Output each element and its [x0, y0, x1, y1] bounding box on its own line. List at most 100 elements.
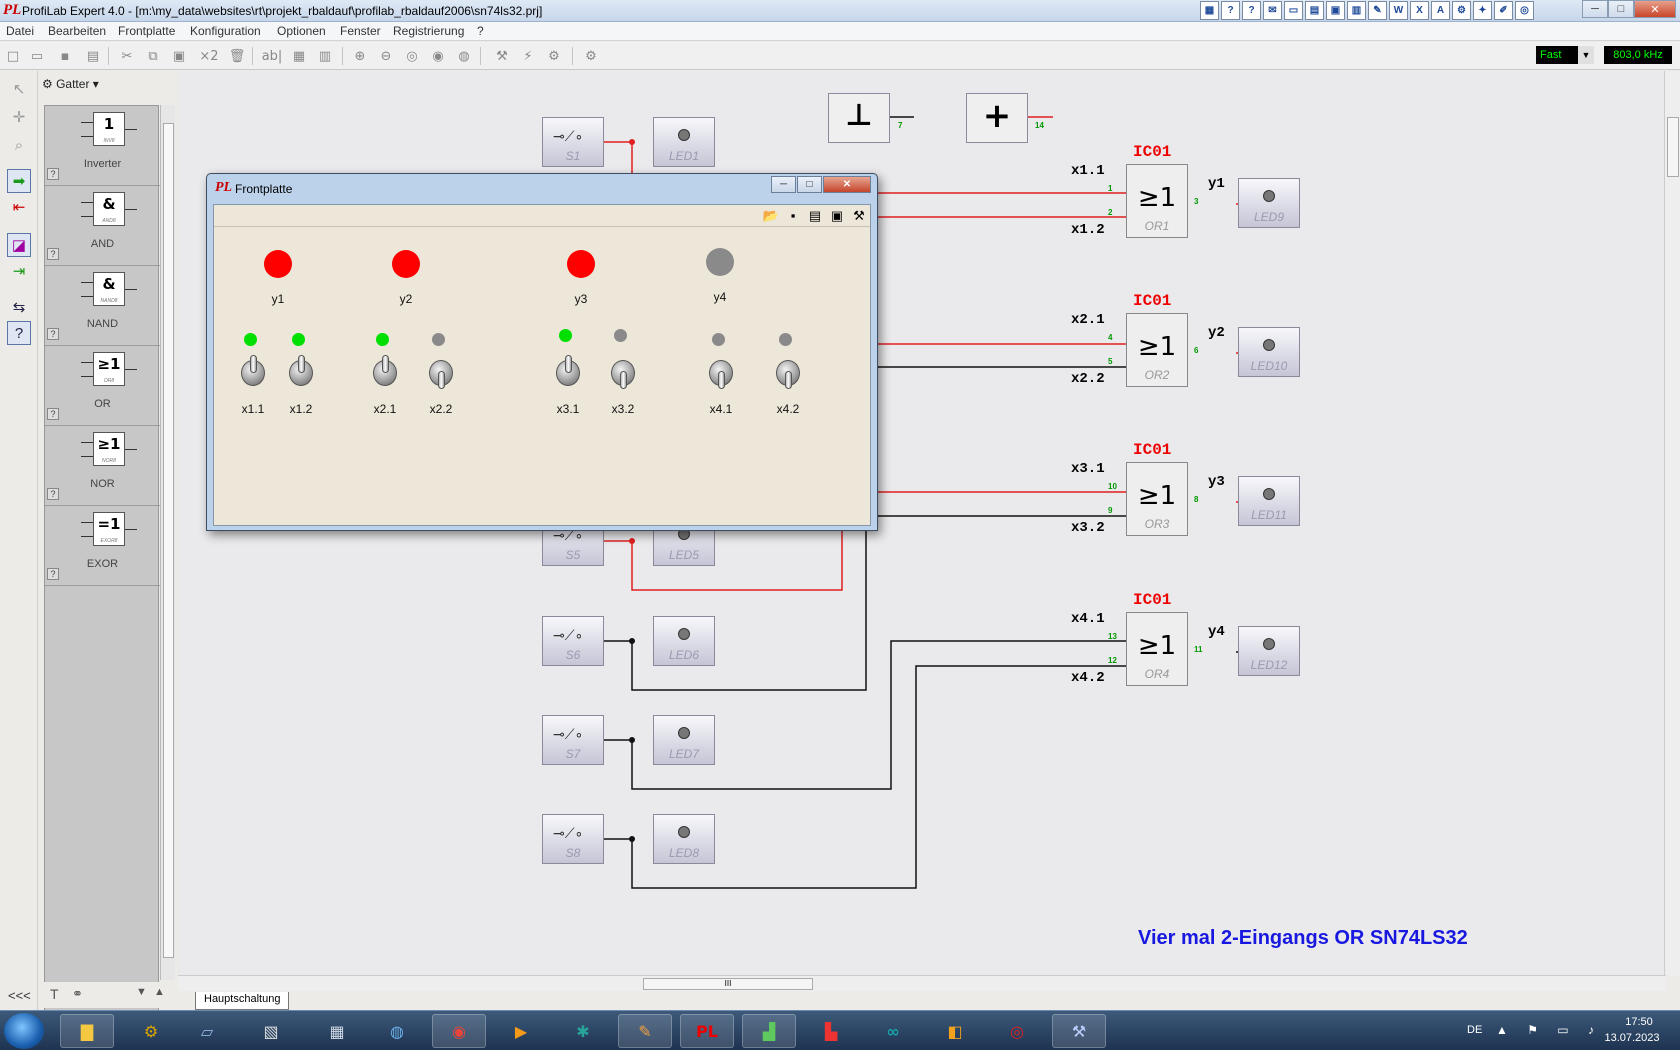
vcc-symbol[interactable]: +	[966, 93, 1028, 143]
magnifier-icon[interactable]: ⌕	[14, 136, 24, 154]
help-icon[interactable]: ?	[47, 168, 59, 180]
schematic-app-icon[interactable]: ▙	[824, 1021, 838, 1041]
scroll-grip[interactable]: III	[643, 978, 813, 990]
category-select[interactable]: ⚙ Gatter ▾	[42, 77, 99, 91]
help-icon[interactable]: ?	[47, 488, 59, 500]
crosshair-icon[interactable]: ✛	[12, 109, 26, 126]
menu-konfiguration[interactable]: Konfiguration	[190, 24, 261, 38]
excel-icon[interactable]: X	[1410, 1, 1429, 20]
calculator-icon[interactable]: ▦	[329, 1021, 345, 1041]
explorer-icon[interactable]: ▇	[60, 1014, 114, 1048]
ground-symbol[interactable]: ⊥	[828, 93, 890, 143]
sheet-tab[interactable]: Hauptschaltung	[195, 992, 290, 1010]
close-button[interactable]: ✕	[1634, 0, 1676, 18]
led-led10[interactable]: LED10	[1238, 327, 1300, 377]
menu-datei[interactable]: Datei	[6, 24, 35, 38]
globe-icon[interactable]: ◍	[390, 1021, 404, 1041]
print-icon[interactable]: ▤	[808, 208, 822, 223]
card-icon[interactable]: ▣	[1326, 1, 1345, 20]
save-icon[interactable]: ▪	[790, 208, 796, 223]
mail-icon[interactable]: ✉	[1263, 1, 1282, 20]
switch-s6[interactable]: ⊸⟋∘S6	[542, 616, 604, 666]
help-icon[interactable]: ?	[1221, 1, 1240, 20]
paste-icon[interactable]: ▣	[172, 48, 186, 64]
language-indicator[interactable]: DE	[1467, 1024, 1483, 1036]
run-tool-icon[interactable]: ⚙	[548, 48, 560, 64]
switch-s1[interactable]: ⊸⟋∘S1	[542, 117, 604, 167]
start-button[interactable]	[4, 1013, 44, 1049]
grid-icon[interactable]: ▦	[292, 48, 306, 64]
sketch-app-icon[interactable]: ◧	[947, 1021, 963, 1041]
pointer-icon[interactable]: ↖	[12, 81, 26, 98]
grid-icon[interactable]: ▦	[1200, 1, 1219, 20]
window-icon[interactable]: ▭	[1284, 1, 1303, 20]
remote-icon[interactable]: ◎	[1515, 1, 1534, 20]
columns-icon[interactable]: ▥	[318, 48, 332, 64]
move-up-icon[interactable]: ▲	[154, 986, 165, 998]
zoom-page-icon[interactable]: ◉	[432, 48, 444, 64]
red-app-icon[interactable]: ◎	[1010, 1021, 1024, 1041]
menu-optionen[interactable]: Optionen	[277, 24, 326, 38]
compile-icon[interactable]: ⚒	[496, 48, 508, 64]
stop-icon[interactable]: ⇤	[12, 199, 26, 216]
led-led7[interactable]: LED7	[653, 715, 715, 765]
gear-app-icon[interactable]: ⚙	[143, 1021, 159, 1041]
toggle-switch-x4.1[interactable]	[709, 360, 733, 389]
chevron-down-icon[interactable]: ▼	[1578, 46, 1594, 64]
save-icon[interactable]: ▪	[60, 48, 70, 64]
binoculars-icon[interactable]: ⚭	[72, 986, 83, 1001]
cards-icon[interactable]: ▧	[263, 1021, 279, 1041]
led-led1[interactable]: LED1	[653, 117, 715, 167]
menu-help[interactable]: ?	[477, 24, 484, 38]
word-icon[interactable]: W	[1389, 1, 1408, 20]
pen-icon[interactable]: ✐	[1494, 1, 1513, 20]
menu-bearbeiten[interactable]: Bearbeiten	[48, 24, 107, 38]
wire-tool-icon[interactable]: ⚡	[523, 48, 533, 64]
open-folder-icon[interactable]: 📂	[762, 208, 780, 223]
profilab-icon[interactable]: PL	[680, 1014, 734, 1048]
chrome-icon[interactable]: ◉	[432, 1014, 486, 1048]
help-icon[interactable]: ?	[47, 248, 59, 260]
settings-gear-icon[interactable]: ⚙	[585, 48, 597, 64]
collapse-button[interactable]: <<<	[8, 988, 31, 1003]
paint-icon[interactable]: ✎	[618, 1014, 672, 1048]
tool-icon[interactable]: ⚙	[1452, 1, 1471, 20]
switch-s8[interactable]: ⊸⟋∘S8	[542, 814, 604, 864]
toggle-switch-x1.1[interactable]	[241, 355, 265, 386]
zoom-fit-icon[interactable]: ◎	[406, 48, 418, 64]
led-led8[interactable]: LED8	[653, 814, 715, 864]
maximize-button[interactable]: □	[797, 176, 822, 193]
toggle-switch-x3.1[interactable]	[556, 355, 580, 386]
text-tool-button[interactable]: ab|	[261, 48, 283, 64]
zoom-all-icon[interactable]: ◍	[458, 48, 470, 64]
minimize-button[interactable]: ─	[1582, 0, 1608, 18]
toggle-lever[interactable]	[620, 371, 627, 389]
zoom-out-icon[interactable]: ⊖	[380, 48, 392, 64]
tools-icon[interactable]: ⚒	[853, 208, 865, 223]
zoom-in-icon[interactable]: ⊕	[354, 48, 366, 64]
swap-icon[interactable]: ⇆	[12, 299, 26, 316]
led-led11[interactable]: LED11	[1238, 476, 1300, 526]
note-icon[interactable]: ✎	[1368, 1, 1387, 20]
media-player-icon[interactable]: ▶	[514, 1021, 528, 1041]
help-icon[interactable]: ?	[47, 328, 59, 340]
toggle-switch-x3.2[interactable]	[611, 360, 635, 389]
toggle-lever[interactable]	[298, 355, 305, 373]
text-icon[interactable]: T	[50, 986, 59, 1002]
clock-time[interactable]: 17:50	[1625, 1016, 1653, 1028]
vertical-scrollbar[interactable]	[1664, 71, 1680, 976]
help-pointer-icon[interactable]: ?	[7, 321, 31, 345]
led-led6[interactable]: LED6	[653, 616, 715, 666]
access-icon[interactable]: A	[1431, 1, 1450, 20]
clock-date[interactable]: 13.07.2023	[1604, 1032, 1660, 1044]
close-button[interactable]: ✕	[823, 176, 871, 193]
print-icon[interactable]: ▤	[86, 48, 100, 64]
start-arrow-icon[interactable]: ➡	[7, 169, 31, 193]
